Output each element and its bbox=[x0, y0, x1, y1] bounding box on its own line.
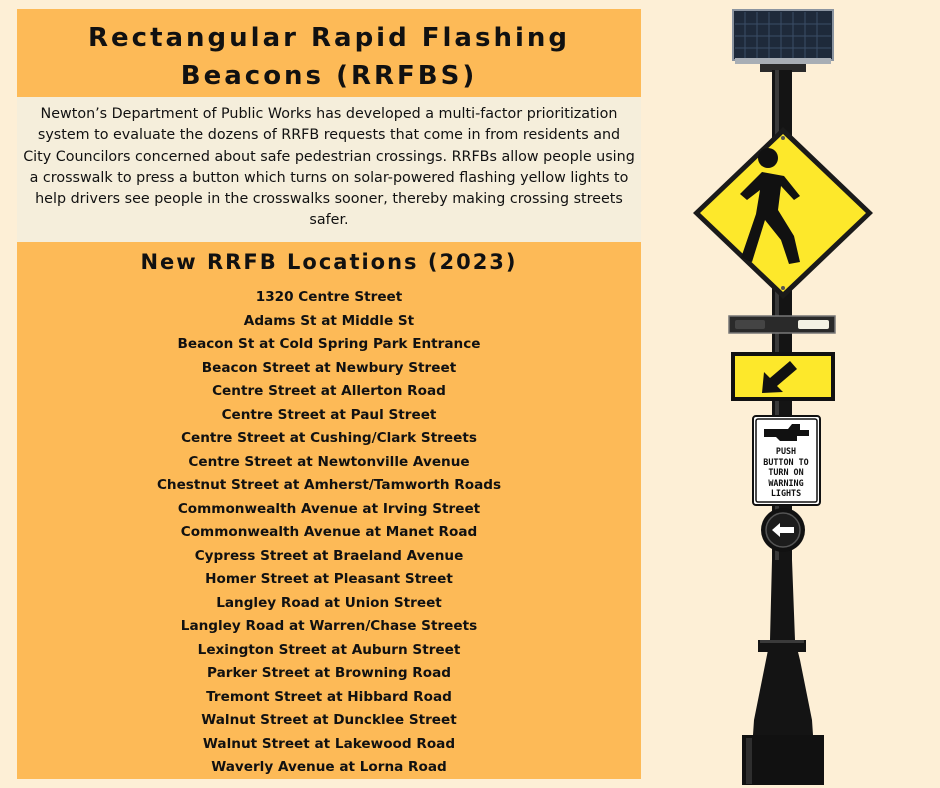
list-item: Walnut Street at Lakewood Road bbox=[202, 735, 456, 752]
push-sign-hand-space bbox=[756, 420, 816, 446]
list-item: 1320 Centre Street bbox=[255, 289, 403, 305]
push-button-sign bbox=[752, 415, 821, 506]
push-sign-line-2: BUTTON TO bbox=[763, 456, 809, 467]
list-item: Commonwealth Avenue at Irving Street bbox=[177, 500, 481, 517]
pointing-hand-icon bbox=[764, 424, 809, 441]
info-panel: Rectangular Rapid Flashing Beacons (RRFB… bbox=[17, 9, 641, 779]
push-sign-line-4: WARNING bbox=[768, 477, 804, 488]
pole-base bbox=[742, 560, 824, 785]
list-item: Parker Street at Browning Road bbox=[206, 665, 452, 681]
page-title: Rectangular Rapid Flashing Beacons (RRFB… bbox=[17, 19, 641, 95]
list-item: Chestnut Street at Amherst/Tamworth Road… bbox=[156, 477, 502, 493]
list-item: Beacon St at Cold Spring Park Entrance bbox=[177, 336, 481, 352]
list-item: Langley Road at Union Street bbox=[216, 594, 442, 611]
solar-panel-icon bbox=[732, 9, 834, 72]
list-item: Cypress Street at Braeland Avenue bbox=[194, 547, 464, 564]
down-left-arrow-icon bbox=[731, 352, 835, 401]
list-item: Langley Road at Warren/Chase Streets bbox=[180, 618, 478, 634]
left-arrow-button-icon bbox=[761, 508, 805, 552]
rrfb-pole-illustration bbox=[693, 9, 873, 785]
list-item: Centre Street at Allerton Road bbox=[212, 383, 446, 399]
list-item: Tremont Street at Hibbard Road bbox=[206, 688, 452, 705]
list-item: Centre Street at Newtonville Avenue bbox=[188, 453, 470, 470]
locations-heading: New RRFB Locations (2023) bbox=[140, 250, 518, 274]
locations-list: 1320 Centre Street Adams St at Middle St… bbox=[17, 286, 641, 780]
page-title-line-2: Beacons (RRFBS) bbox=[180, 61, 478, 91]
list-item: Beacon Street at Newbury Street bbox=[201, 359, 457, 376]
push-sign-line-1: PUSH bbox=[775, 446, 797, 456]
list-item: Centre Street at Paul Street bbox=[221, 406, 437, 423]
pedestrian-crossing-icon bbox=[693, 127, 873, 299]
intro-box: Newton’s Department of Public Works has … bbox=[17, 97, 641, 242]
page-title-line-1: Rectangular Rapid Flashing bbox=[88, 23, 570, 53]
list-item: Waverly Avenue at Lorna Road bbox=[211, 759, 447, 775]
list-item: Walnut Street at Duncklee Street bbox=[201, 712, 457, 728]
push-button-sign-text: PUSH BUTTON TO TURN ON WARNING LIGHTS bbox=[756, 420, 816, 500]
list-item: Lexington Street at Auburn Street bbox=[197, 641, 461, 658]
push-sign-line-5: LIGHTS bbox=[770, 488, 802, 499]
list-item: Commonwealth Avenue at Manet Road bbox=[180, 524, 478, 540]
push-sign-line-3: TURN ON bbox=[768, 467, 804, 478]
beacon-light-bar bbox=[728, 315, 836, 334]
list-item: Adams St at Middle St bbox=[243, 312, 415, 329]
list-item: Homer Street at Pleasant Street bbox=[205, 571, 453, 587]
list-item: Centre Street at Cushing/Clark Streets bbox=[181, 430, 477, 446]
intro-text: Newton’s Department of Public Works has … bbox=[23, 106, 635, 229]
